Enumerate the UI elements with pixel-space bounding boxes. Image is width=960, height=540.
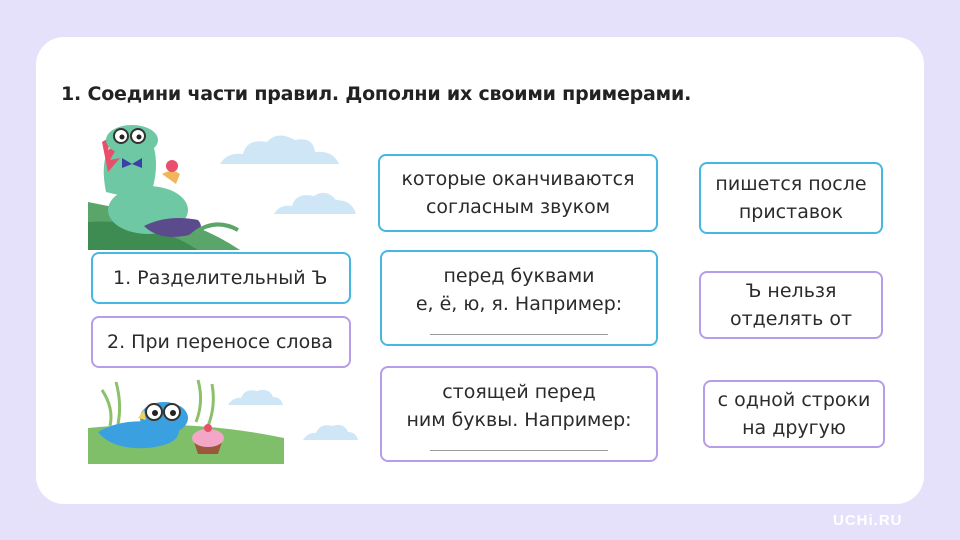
example-answer-line[interactable]	[430, 333, 608, 335]
rule-end-3-line-2: на другую	[742, 417, 846, 439]
rule-end-2-line-2: отделять от	[729, 308, 853, 330]
cloud-icon	[220, 135, 339, 164]
rule-middle-3[interactable]: стоящей перед ним буквы. Например:	[380, 366, 658, 462]
rule-start-1-label: 1. Разделительный Ъ	[113, 267, 328, 289]
rule-start-1[interactable]: 1. Разделительный Ъ	[91, 252, 351, 304]
rule-start-2[interactable]: 2. При переносе слова	[91, 316, 351, 368]
cloud-icon	[274, 192, 356, 214]
rule-middle-1-line-1: которые оканчиваются	[401, 168, 635, 190]
rule-end-2[interactable]: Ъ нельзя отделять от	[699, 271, 883, 339]
brand-watermark: UCHi.RU	[833, 512, 903, 529]
rule-end-3[interactable]: с одной строки на другую	[703, 380, 885, 448]
task-title: 1. Соедини части правил. Дополни их свои…	[61, 83, 692, 105]
rule-end-1-line-1: пишется после	[715, 173, 867, 195]
rule-middle-2[interactable]: перед буквами е, ё, ю, я. Например:	[380, 250, 658, 346]
rule-end-1[interactable]: пишется после приставок	[699, 162, 883, 234]
rule-middle-3-line-2: ним буквы. Например:	[406, 408, 632, 431]
example-answer-line[interactable]	[430, 449, 608, 451]
rule-middle-1-line-2: согласным звуком	[425, 196, 611, 218]
rule-middle-2-line-1: перед буквами	[443, 264, 595, 287]
rule-end-3-line-1: с одной строки	[717, 389, 871, 411]
rule-middle-2-line-2: е, ё, ю, я. Например:	[415, 292, 623, 315]
cloud-icon	[303, 424, 358, 440]
rule-end-1-line-2: приставок	[738, 201, 844, 223]
rule-end-2-line-1: Ъ нельзя	[745, 280, 837, 302]
lying-dinosaur-with-cupcake-icon	[88, 379, 284, 464]
cloud-icon	[228, 389, 283, 405]
rule-middle-1[interactable]: которые оканчиваются согласным звуком	[378, 154, 658, 232]
dinosaur-with-cupcake-icon	[88, 125, 240, 250]
rule-middle-3-line-1: стоящей перед	[442, 380, 596, 403]
rule-start-2-label: 2. При переносе слова	[107, 331, 334, 353]
